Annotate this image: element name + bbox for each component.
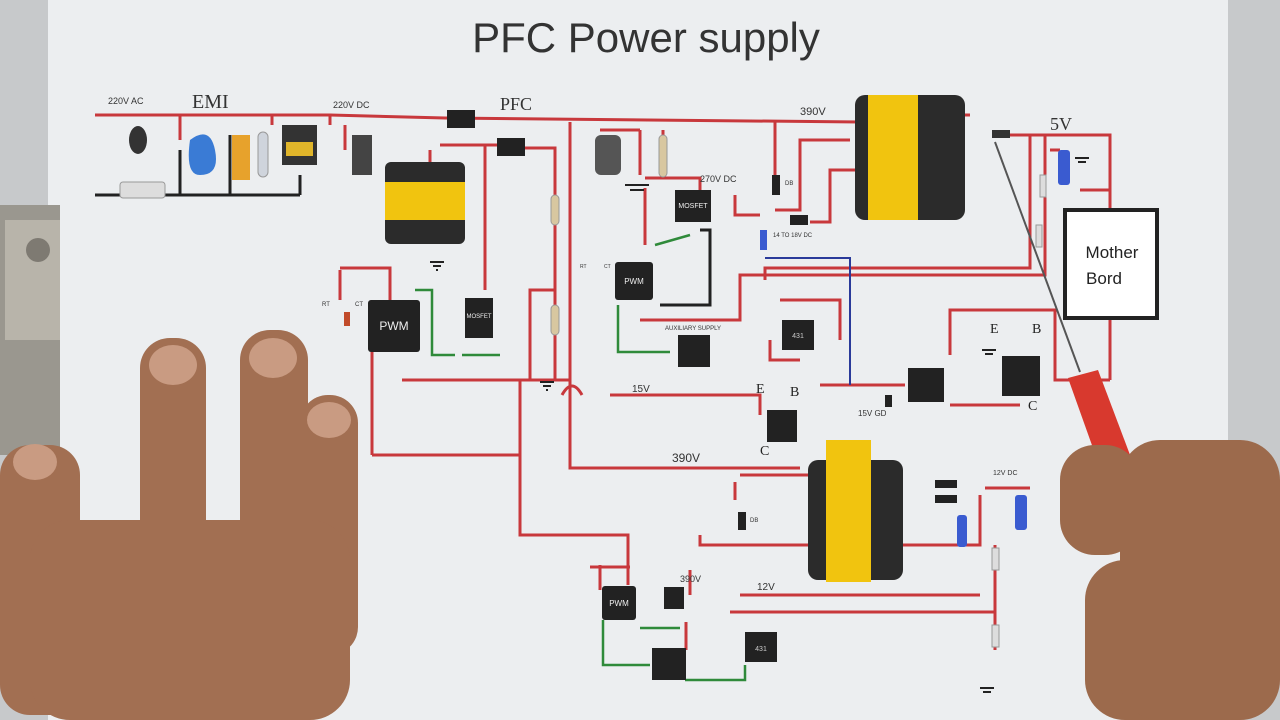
label-mother: Mother	[1086, 243, 1139, 262]
label-c-center: C	[760, 444, 769, 459]
ground-symbols	[430, 157, 1089, 693]
label-auxiliary-supply: AUXILIARY SUPPLY	[665, 326, 721, 332]
mosfet-a: MOSFET	[675, 190, 711, 222]
resistor-5v-a	[1039, 174, 1047, 198]
label-12v-dc: 12V DC	[993, 470, 1018, 477]
label-emi: EMI	[192, 91, 229, 113]
right-hand	[1060, 440, 1280, 720]
transistor-center	[767, 410, 797, 442]
label-220v-ac: 220V AC	[108, 96, 144, 106]
fuse	[119, 181, 166, 199]
transistor-right	[1002, 356, 1040, 396]
svg-text:MOSFET: MOSFET	[678, 203, 708, 210]
sense-resistor-1	[550, 194, 560, 226]
label-pfc: PFC	[500, 94, 532, 114]
diode-db-bottom	[738, 512, 746, 530]
svg-text:431: 431	[755, 646, 767, 653]
label-ct-b: CT	[604, 264, 611, 270]
label-db-top: DB	[785, 181, 793, 187]
optocoupler-low	[652, 648, 686, 680]
green-wires	[415, 233, 747, 682]
svg-text:MOSFET: MOSFET	[467, 314, 492, 320]
label-bord: Bord	[1086, 269, 1122, 288]
binder-clip	[0, 205, 60, 455]
pwm-chip-c: PWM	[602, 586, 636, 620]
blue-wires	[765, 257, 851, 385]
sense-resistor-2	[550, 304, 560, 336]
label-e-center: E	[756, 382, 765, 397]
pfc-inductor	[385, 162, 465, 244]
label-15v-gd: 15V GD	[858, 409, 887, 418]
dc-capacitor	[352, 135, 372, 175]
left-hand-nails	[13, 338, 351, 480]
label-rt-a: RT	[322, 302, 330, 308]
mosfet-c	[664, 587, 684, 609]
cap-5v	[1058, 150, 1070, 185]
label-390v-mid: 390V	[672, 451, 700, 465]
bridge-rectifier-top	[286, 142, 313, 156]
resistor-5v-b	[1035, 224, 1043, 248]
resistor-bulk	[658, 134, 668, 178]
label-c-right: C	[1028, 399, 1037, 414]
label-b-right: B	[1032, 322, 1041, 337]
svg-text:431: 431	[792, 333, 804, 340]
optocoupler-mid	[908, 368, 944, 402]
resistor-emi	[257, 131, 269, 178]
output-diodes-12v-b	[935, 495, 957, 503]
label-ct-a: CT	[355, 302, 363, 308]
emi-choke-icon	[188, 134, 216, 175]
svg-text:PWM: PWM	[609, 599, 629, 608]
zener-15v	[885, 395, 892, 407]
tl431-top: 431	[782, 320, 814, 350]
rt-resistor-a	[344, 312, 350, 326]
diode-aux	[790, 215, 808, 225]
cap-aux	[760, 230, 767, 250]
tl431-bottom: 431	[745, 632, 777, 662]
label-270v-dc: 270V DC	[700, 174, 737, 184]
x-capacitor	[232, 135, 250, 180]
label-db-bottom: DB	[750, 518, 758, 524]
cap-12v-a	[957, 515, 967, 547]
label-14-18v: 14 TO 18V DC	[773, 233, 813, 239]
boost-diode	[497, 138, 525, 156]
bulk-capacitor	[595, 135, 621, 175]
label-e-right: E	[990, 322, 999, 337]
svg-text:PWM: PWM	[379, 319, 408, 333]
label-rt-b: RT	[580, 264, 587, 270]
wire-crossover	[560, 384, 584, 396]
pwm-chip-a: PWM	[368, 300, 420, 352]
main-transformer-bottom	[808, 440, 903, 582]
ac-connector	[129, 126, 147, 154]
probe-needle	[994, 141, 1081, 373]
label-390v-low: 390V	[680, 574, 701, 584]
optocoupler-aux	[678, 335, 710, 367]
diode-db-top	[772, 175, 780, 195]
label-5v: 5V	[1050, 114, 1072, 134]
resistor-12v-b	[991, 624, 1000, 648]
motherboard-box: Mother Bord	[1063, 208, 1159, 320]
label-15v: 15V	[632, 384, 650, 395]
main-transformer-top	[855, 95, 965, 220]
pwm-chip-b: PWM	[615, 262, 653, 300]
resistor-12v-a	[991, 547, 1000, 571]
label-b-center: B	[790, 385, 799, 400]
page-title: PFC Power supply	[472, 14, 820, 61]
label-220v-dc: 220V DC	[333, 100, 370, 110]
label-12v: 12V	[757, 582, 775, 593]
label-390v-top: 390V	[800, 106, 826, 118]
svg-text:PWM: PWM	[624, 277, 644, 286]
cap-12v-b	[1015, 495, 1027, 530]
mosfet-b: MOSFET	[465, 298, 493, 338]
output-diodes-12v	[935, 480, 957, 488]
left-hand	[0, 330, 358, 720]
output-diode-5v	[992, 130, 1010, 138]
pfc-diode	[447, 110, 475, 128]
